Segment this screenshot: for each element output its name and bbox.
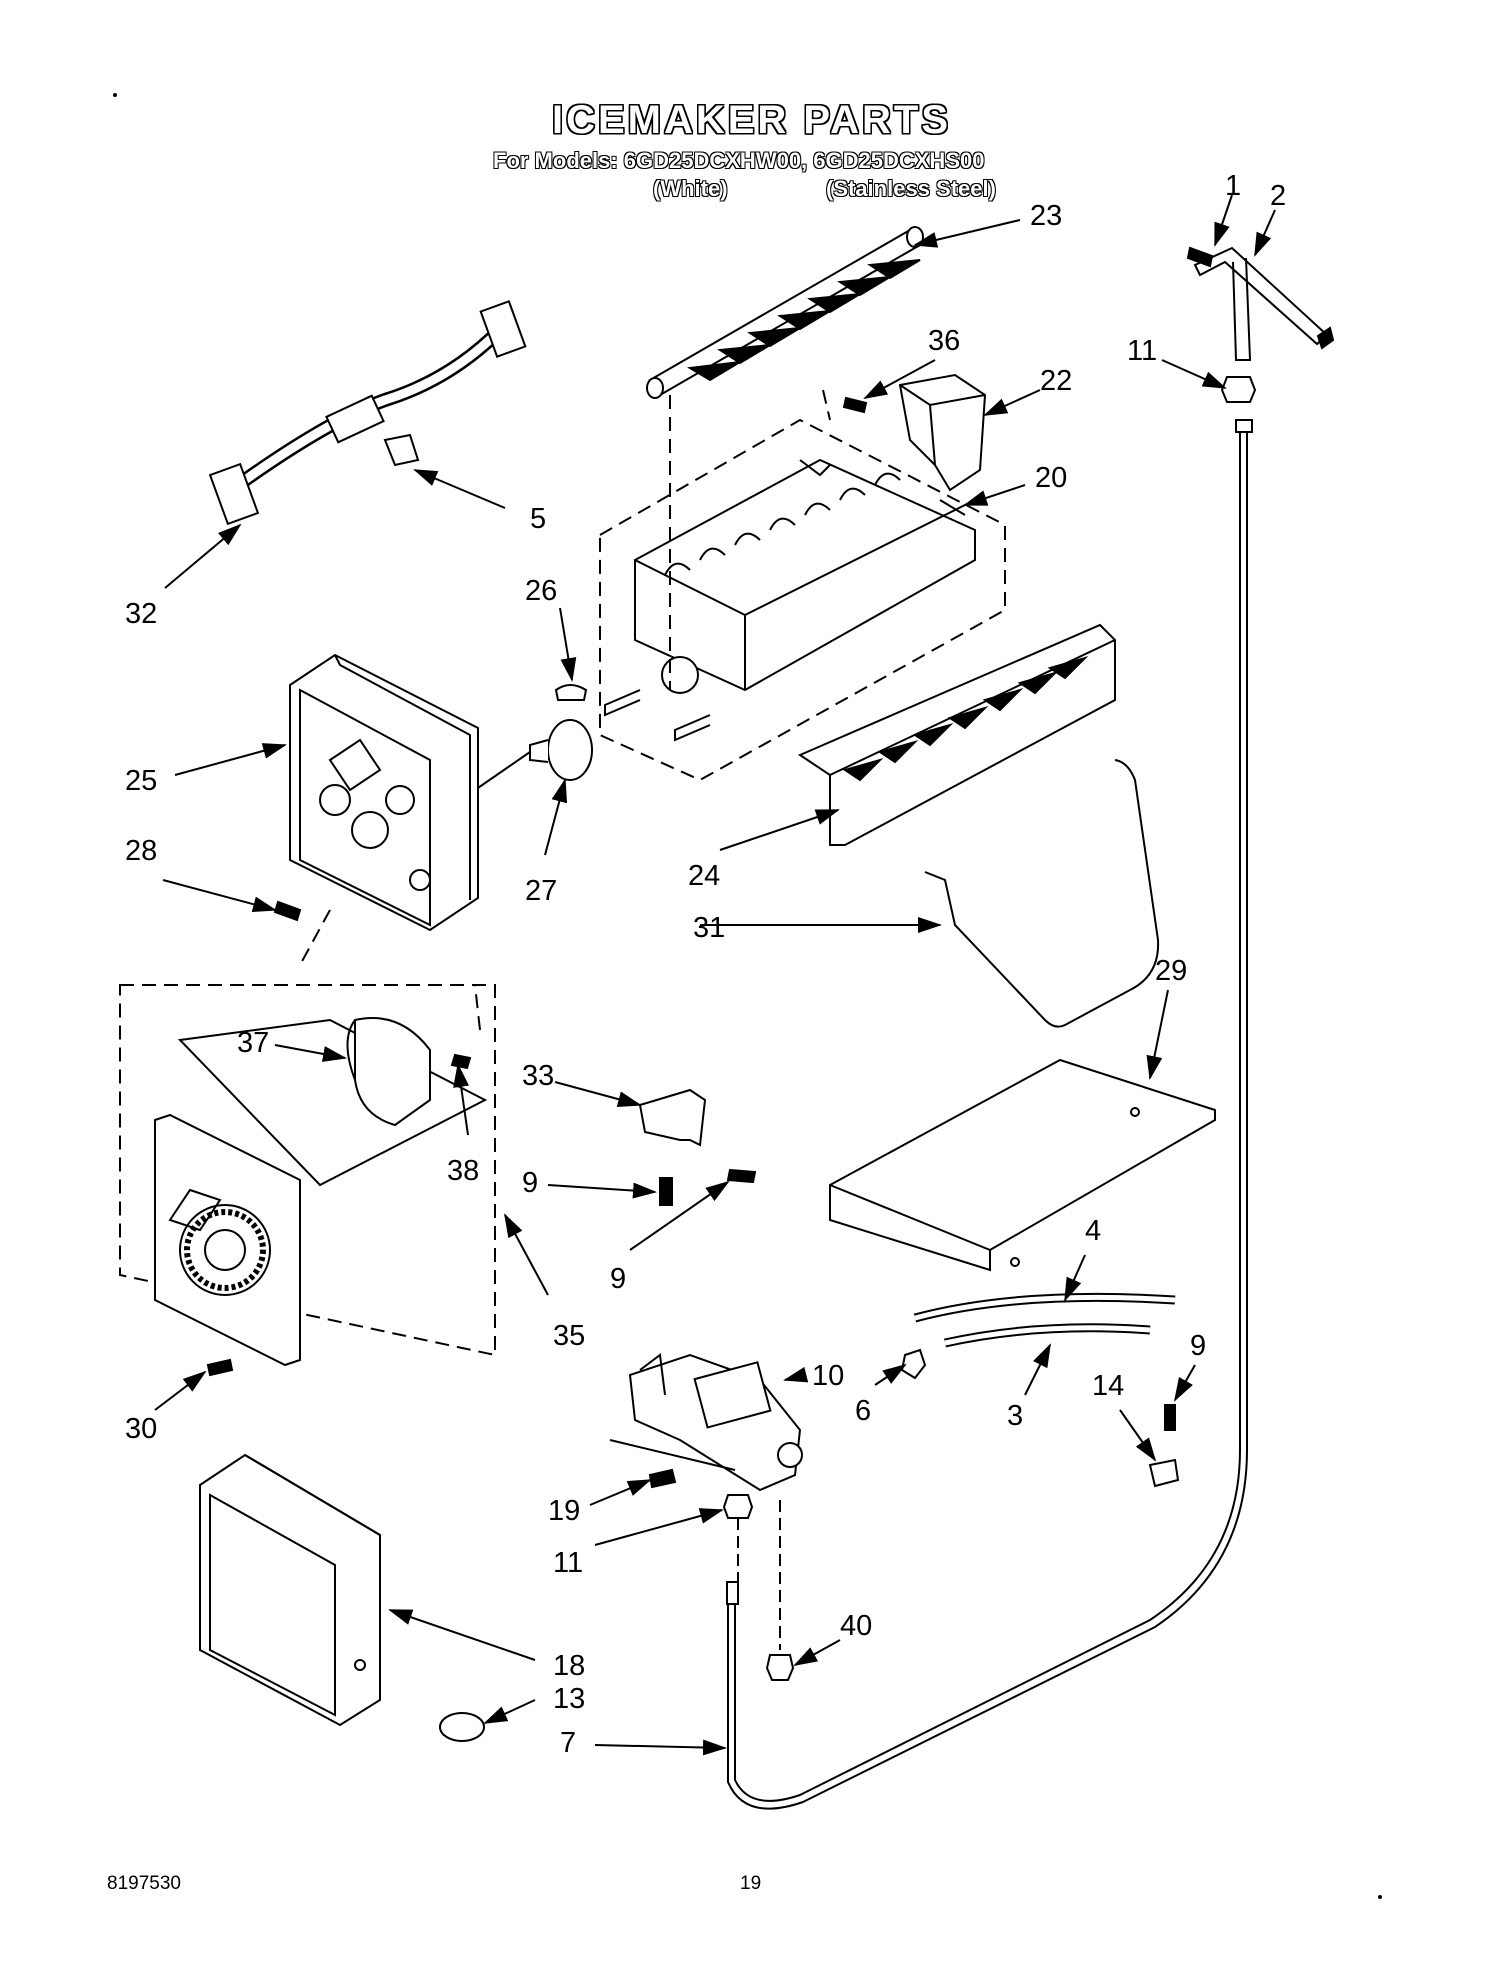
callout-3: 3 — [1007, 1400, 1023, 1432]
callout-32: 32 — [125, 598, 157, 630]
callout-5: 5 — [530, 503, 546, 535]
callout-31: 31 — [693, 912, 725, 944]
callout-40: 40 — [840, 1610, 872, 1642]
callout-1: 1 — [1225, 170, 1241, 202]
module-plate-part-35 — [154, 1113, 301, 1367]
fill-cup-part-22 — [898, 373, 987, 492]
callout-20: 20 — [1035, 462, 1067, 494]
callout-35: 35 — [553, 1320, 585, 1352]
mold-box-part-20 — [599, 418, 1006, 782]
wire-harness-part-32 — [208, 300, 527, 526]
fill-tube-part-2 — [1193, 246, 1335, 361]
callout-37: 37 — [237, 1027, 269, 1059]
diagram-title: ICEMAKER PARTS — [551, 98, 952, 142]
page-number: 19 — [740, 1873, 762, 1894]
shield-part-29 — [829, 1058, 1216, 1272]
screw-part-9b — [726, 1168, 757, 1184]
nut-part-6 — [900, 1348, 927, 1380]
callout-25: 25 — [125, 765, 157, 797]
callout-6: 6 — [855, 1395, 871, 1427]
callout-13: 13 — [553, 1683, 585, 1715]
nut-part-11-top — [1220, 376, 1257, 403]
screw-part-9a — [659, 1177, 673, 1206]
callout-18: 18 — [553, 1650, 585, 1682]
screw-part-36 — [842, 396, 868, 414]
callout-22: 22 — [1040, 365, 1072, 397]
callout-labels: 1 2 23 36 22 11 20 5 32 26 25 27 24 28 3… — [125, 170, 1286, 1759]
callout-29: 29 — [1155, 955, 1187, 987]
callout-26: 26 — [525, 575, 557, 607]
motor-part-37 — [346, 1017, 431, 1127]
callout-4: 4 — [1085, 1215, 1101, 1247]
clip-part-26 — [554, 684, 588, 701]
mold-part-20 — [604, 458, 976, 742]
motor-part-27 — [474, 719, 593, 791]
screw-part-38 — [450, 1053, 472, 1070]
leader-lines — [154, 194, 1276, 1756]
stripper-part-24 — [797, 623, 1116, 846]
water-valve-part-10 — [609, 1353, 803, 1492]
models-line: For Models: 6GD25DCXHW00, 6GD25DCXHS00 — [493, 148, 985, 173]
screw-part-30 — [206, 1358, 234, 1377]
plug-part-13 — [439, 1712, 485, 1742]
clamp-part-33 — [638, 1088, 707, 1147]
callout-2: 2 — [1270, 180, 1286, 212]
variant-stainless: (Stainless Steel) — [826, 176, 996, 201]
callout-10: 10 — [812, 1360, 844, 1392]
callout-11-top: 11 — [1127, 335, 1157, 367]
callout-9-b: 9 — [610, 1263, 626, 1295]
shutoff-arm-part-31 — [924, 759, 1160, 1028]
callout-9-a: 9 — [522, 1167, 538, 1199]
ejector-part-23 — [646, 226, 924, 399]
callout-30: 30 — [125, 1413, 157, 1445]
nut-part-40 — [765, 1654, 795, 1681]
callout-28: 28 — [125, 835, 157, 867]
callout-7: 7 — [560, 1727, 576, 1759]
module-box-part-35 — [119, 984, 496, 1357]
callout-19: 19 — [548, 1495, 580, 1527]
clamp-part-14 — [1148, 1458, 1180, 1488]
callout-33: 33 — [522, 1060, 554, 1092]
cover-part-18 — [199, 1453, 381, 1727]
screw-part-28 — [273, 900, 302, 922]
callout-23: 23 — [1030, 200, 1062, 232]
water-tube-part-7 — [734, 425, 1241, 1802]
callout-9-c: 9 — [1190, 1330, 1206, 1362]
callout-24: 24 — [688, 860, 720, 892]
module-housing-part-25 — [289, 653, 479, 932]
callout-38: 38 — [447, 1155, 479, 1187]
variant-white: (White) — [653, 176, 728, 201]
clip-part-5 — [383, 433, 420, 467]
screw-part-9c — [1164, 1404, 1176, 1431]
callout-11-bottom: 11 — [553, 1547, 583, 1579]
screw-part-1 — [1186, 246, 1214, 268]
screw-part-19 — [648, 1468, 677, 1489]
callout-36: 36 — [928, 325, 960, 357]
nut-part-11-bottom — [722, 1494, 754, 1519]
callout-14: 14 — [1092, 1370, 1124, 1402]
callout-27: 27 — [525, 875, 557, 907]
document-number: 8197530 — [107, 1873, 181, 1894]
